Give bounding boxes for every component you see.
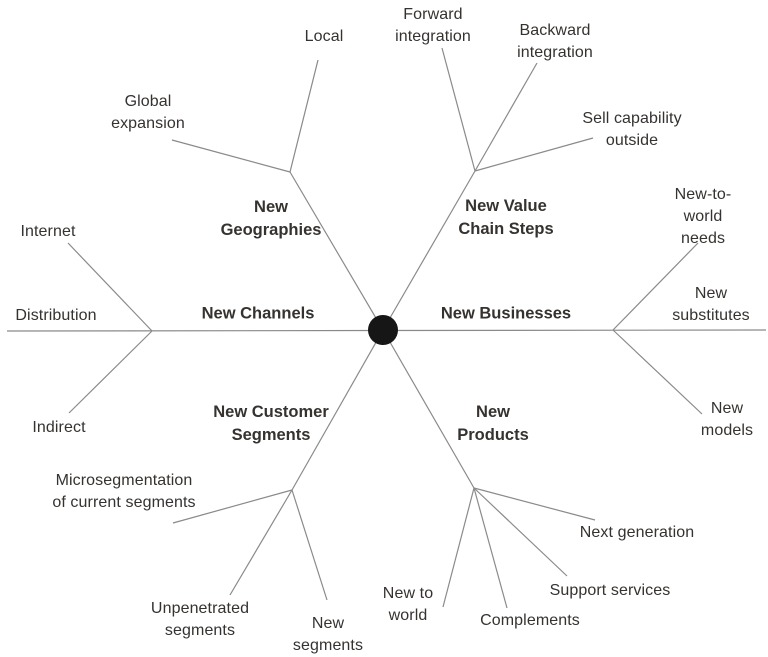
leaf-label-new-segments: New segments [292,615,364,654]
leaf-label-global-expansion: Global expansion [111,93,185,132]
leaf-line-support-services [473,487,568,577]
leaf-line-complements [473,487,508,609]
leaf-label-complements: Complements [480,612,580,629]
leaf-label-forward-integration: Forward integration [395,6,471,45]
leaf-label-internet: Internet [20,223,76,240]
leaf-label-distribution: Distribution [15,307,97,324]
leaf-line-new-segments [291,489,328,601]
leaf-label-support-services: Support services [549,582,671,599]
branch-label-new-businesses: New Businesses [440,304,572,323]
leaf-label-next-generation: Next generation [579,524,695,541]
branch-label-new-products: New Products [457,403,529,444]
spoke-new-products [382,329,475,489]
leaf-label-new-to-world-needs: New-to-world needs [674,186,732,247]
leaf-label-microsegmentation: Microsegmentation of current segments [52,472,196,511]
leaf-line-unpenetrated-segments [229,489,293,596]
leaf-line-microsegmentation [172,489,293,524]
leaf-line-local [289,59,319,173]
leaf-line-indirect [68,330,153,414]
leaf-label-new-substitutes: New substitutes [672,285,750,324]
leaf-label-local: Local [304,28,344,45]
leaf-label-unpenetrated-segments: Unpenetrated segments [150,600,250,639]
branch-label-new-channels: New Channels [201,304,315,323]
leaf-label-sell-capability-outside: Sell capability outside [582,110,682,149]
leaf-label-indirect: Indirect [32,419,86,436]
leaf-label-backward-integration: Backward integration [517,22,593,61]
leaf-line-backward-integration [474,62,538,172]
leaf-line-new-models [612,329,703,415]
leaf-line-internet [67,242,153,332]
leaf-line-new-to-world-needs [612,242,699,331]
branch-label-new-value-chain-steps: New Value Chain Steps [458,197,554,238]
spoke-new-customer-segments [291,329,384,491]
spoke-new-value-chain-steps [382,170,476,331]
spoke-new-geographies [289,171,384,331]
leaf-line-sell-capability-outside [474,137,594,172]
hub-dot [368,315,398,345]
leaf-line-new-to-world [442,487,475,608]
branch-label-new-customer-segments: New Customer Segments [213,403,329,444]
leaf-label-new-to-world: New to world [382,585,434,624]
branch-label-new-geographies: New Geographies [220,198,322,239]
leaf-line-forward-integration [441,47,476,172]
leaf-line-global-expansion [171,139,291,173]
leaf-label-new-models: New models [700,400,754,439]
leaf-line-next-generation [473,487,596,521]
